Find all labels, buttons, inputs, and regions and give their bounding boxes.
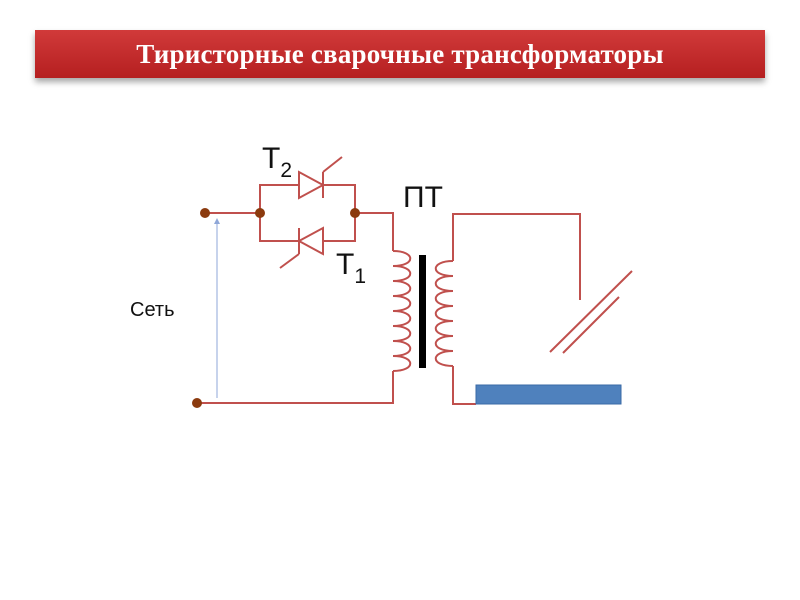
input-terminal-bottom bbox=[192, 398, 202, 408]
slide-title: Тиристорные сварочные трансформаторы bbox=[136, 38, 664, 69]
electrode bbox=[549, 270, 633, 354]
junction-right bbox=[350, 208, 360, 218]
label-network: Сеть bbox=[130, 299, 174, 321]
title-banner: Тиристорные сварочные трансформаторы bbox=[35, 30, 765, 78]
junction-nodes bbox=[192, 208, 360, 408]
junction-left bbox=[255, 208, 265, 218]
label-thyristor-t1: Т1 bbox=[336, 248, 366, 288]
primary-feed-wire bbox=[355, 212, 394, 251]
secondary-wire-bottom bbox=[452, 366, 476, 405]
primary-winding bbox=[392, 250, 412, 372]
workpiece bbox=[475, 384, 622, 405]
input-wire-bottom bbox=[197, 371, 394, 404]
thyristor-t1 bbox=[279, 226, 324, 269]
secondary-winding bbox=[434, 260, 454, 367]
label-transformer: ПТ bbox=[403, 181, 443, 214]
input-terminal-top bbox=[200, 208, 210, 218]
label-thyristor-t2: Т2 bbox=[262, 142, 292, 182]
thyristor-t2 bbox=[298, 156, 343, 200]
transformer-core bbox=[419, 255, 426, 368]
secondary-wire-top bbox=[452, 213, 581, 300]
